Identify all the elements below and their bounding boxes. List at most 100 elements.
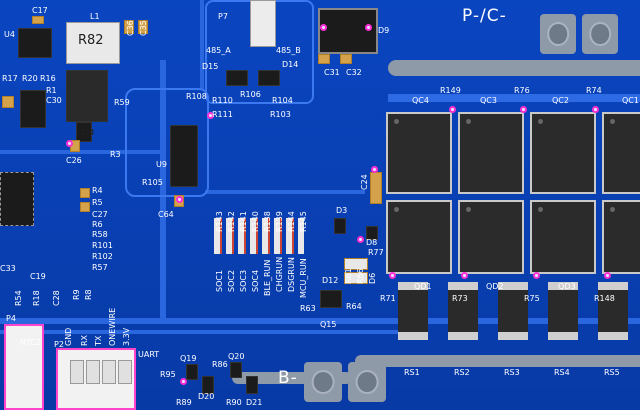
mosfet-qd2 bbox=[458, 200, 524, 274]
label-r148: R148 bbox=[594, 294, 615, 303]
label-r144: R144 bbox=[287, 211, 296, 232]
label-c32: C32 bbox=[346, 68, 362, 77]
label-d12: D12 bbox=[322, 276, 339, 285]
transistor-q20 bbox=[230, 362, 242, 378]
label-3v3: 3.3V bbox=[122, 327, 131, 346]
diode-d9 bbox=[318, 8, 378, 54]
via bbox=[176, 196, 183, 203]
connector-pin bbox=[70, 360, 84, 384]
resistor bbox=[344, 258, 368, 270]
ic-chip bbox=[0, 172, 34, 226]
mosfet-qc3 bbox=[458, 112, 524, 194]
label-d9: D9 bbox=[378, 26, 390, 35]
capacitor bbox=[2, 96, 14, 108]
mosfet-qd4 bbox=[602, 200, 640, 274]
bus-bar-bottom bbox=[355, 355, 640, 367]
label-r106: R106 bbox=[240, 90, 261, 99]
connector-pin bbox=[118, 360, 132, 384]
label-r16: R16 bbox=[40, 74, 56, 83]
label-qd3: QD3 bbox=[558, 282, 576, 291]
shunt-rs4 bbox=[548, 282, 578, 340]
label-r82: R82 bbox=[78, 33, 104, 48]
label-c33: C33 bbox=[0, 264, 16, 273]
label-r71: R71 bbox=[380, 294, 396, 303]
via bbox=[371, 166, 378, 173]
via bbox=[449, 106, 456, 113]
label-d20: D20 bbox=[198, 392, 215, 401]
label-r59: R59 bbox=[114, 98, 130, 107]
label-r8: R8 bbox=[84, 289, 93, 300]
label-r54: R54 bbox=[14, 290, 23, 306]
label-r17: R17 bbox=[2, 74, 18, 83]
label-r58: R58 bbox=[92, 230, 108, 239]
regulator bbox=[66, 70, 108, 122]
capacitor bbox=[80, 188, 90, 198]
connector-pin bbox=[102, 360, 116, 384]
label-onewire: ONEWIRE bbox=[108, 307, 117, 346]
transistor-q14 bbox=[76, 122, 92, 142]
label-ble-run: BLE_RUN bbox=[263, 259, 272, 296]
shunt-rs5 bbox=[598, 282, 628, 340]
capacitor bbox=[370, 172, 382, 204]
label-r90: R90 bbox=[226, 398, 242, 407]
via bbox=[180, 378, 187, 385]
transistor bbox=[20, 90, 46, 128]
label-d21: D21 bbox=[246, 398, 263, 407]
terminal-b-1 bbox=[304, 362, 342, 402]
diode-d21 bbox=[246, 376, 258, 394]
shunt-rs3 bbox=[498, 282, 528, 340]
mosfet-qd1 bbox=[386, 200, 452, 274]
label-p7: P7 bbox=[218, 12, 228, 21]
inductor-l1 bbox=[66, 22, 120, 64]
label-r145: R145 bbox=[299, 211, 308, 232]
label-c36: C36 bbox=[126, 20, 135, 36]
label-r108: R108 bbox=[186, 92, 207, 101]
label-r86: R86 bbox=[212, 360, 228, 369]
via bbox=[604, 272, 611, 279]
label-q14: Q14 bbox=[78, 128, 95, 137]
mosfet-qc4 bbox=[386, 112, 452, 194]
label-c28: C28 bbox=[52, 290, 61, 306]
label-c17: C17 bbox=[32, 6, 48, 15]
via bbox=[357, 236, 364, 243]
via bbox=[520, 106, 527, 113]
connector-pin bbox=[86, 360, 100, 384]
label-r101: R101 bbox=[92, 241, 113, 250]
label-r9: R9 bbox=[72, 289, 81, 300]
label-r1: R1 bbox=[46, 86, 57, 95]
copper-trace bbox=[205, 190, 365, 194]
label-u9: U9 bbox=[156, 160, 167, 169]
label-d15: D15 bbox=[202, 62, 219, 71]
label-r20: R20 bbox=[22, 74, 38, 83]
connector-p7 bbox=[250, 0, 276, 47]
label-d3: D3 bbox=[336, 206, 348, 215]
shunt-rs2 bbox=[448, 282, 478, 340]
u9-region bbox=[125, 88, 209, 197]
label-c35: C35 bbox=[139, 20, 148, 36]
label-p4: P4 bbox=[6, 314, 16, 323]
copper-trace bbox=[0, 150, 160, 154]
label-qc2: QC2 bbox=[552, 96, 569, 105]
label-c30: C30 bbox=[46, 96, 62, 105]
label-q19: Q19 bbox=[180, 354, 197, 363]
label-qc3: QC3 bbox=[480, 96, 497, 105]
label-r74: R74 bbox=[586, 86, 602, 95]
label-c24: C24 bbox=[360, 174, 369, 190]
label-c27: C27 bbox=[92, 210, 108, 219]
label-rs4: RS4 bbox=[554, 368, 570, 377]
via bbox=[389, 272, 396, 279]
label-r57: R57 bbox=[92, 263, 108, 272]
label-rs3: RS3 bbox=[504, 368, 520, 377]
label-r4: R4 bbox=[92, 186, 103, 195]
capacitor bbox=[138, 20, 148, 34]
label-c26: C26 bbox=[66, 156, 82, 165]
terminal-b-2 bbox=[348, 362, 386, 402]
label-pc: P-/C- bbox=[462, 6, 507, 26]
label-r89: R89 bbox=[176, 398, 192, 407]
via bbox=[66, 140, 73, 147]
label-r111: R111 bbox=[212, 110, 233, 119]
label-l1: L1 bbox=[90, 12, 100, 21]
via bbox=[533, 272, 540, 279]
diode-d3 bbox=[334, 218, 346, 234]
copper-trace bbox=[160, 60, 166, 320]
